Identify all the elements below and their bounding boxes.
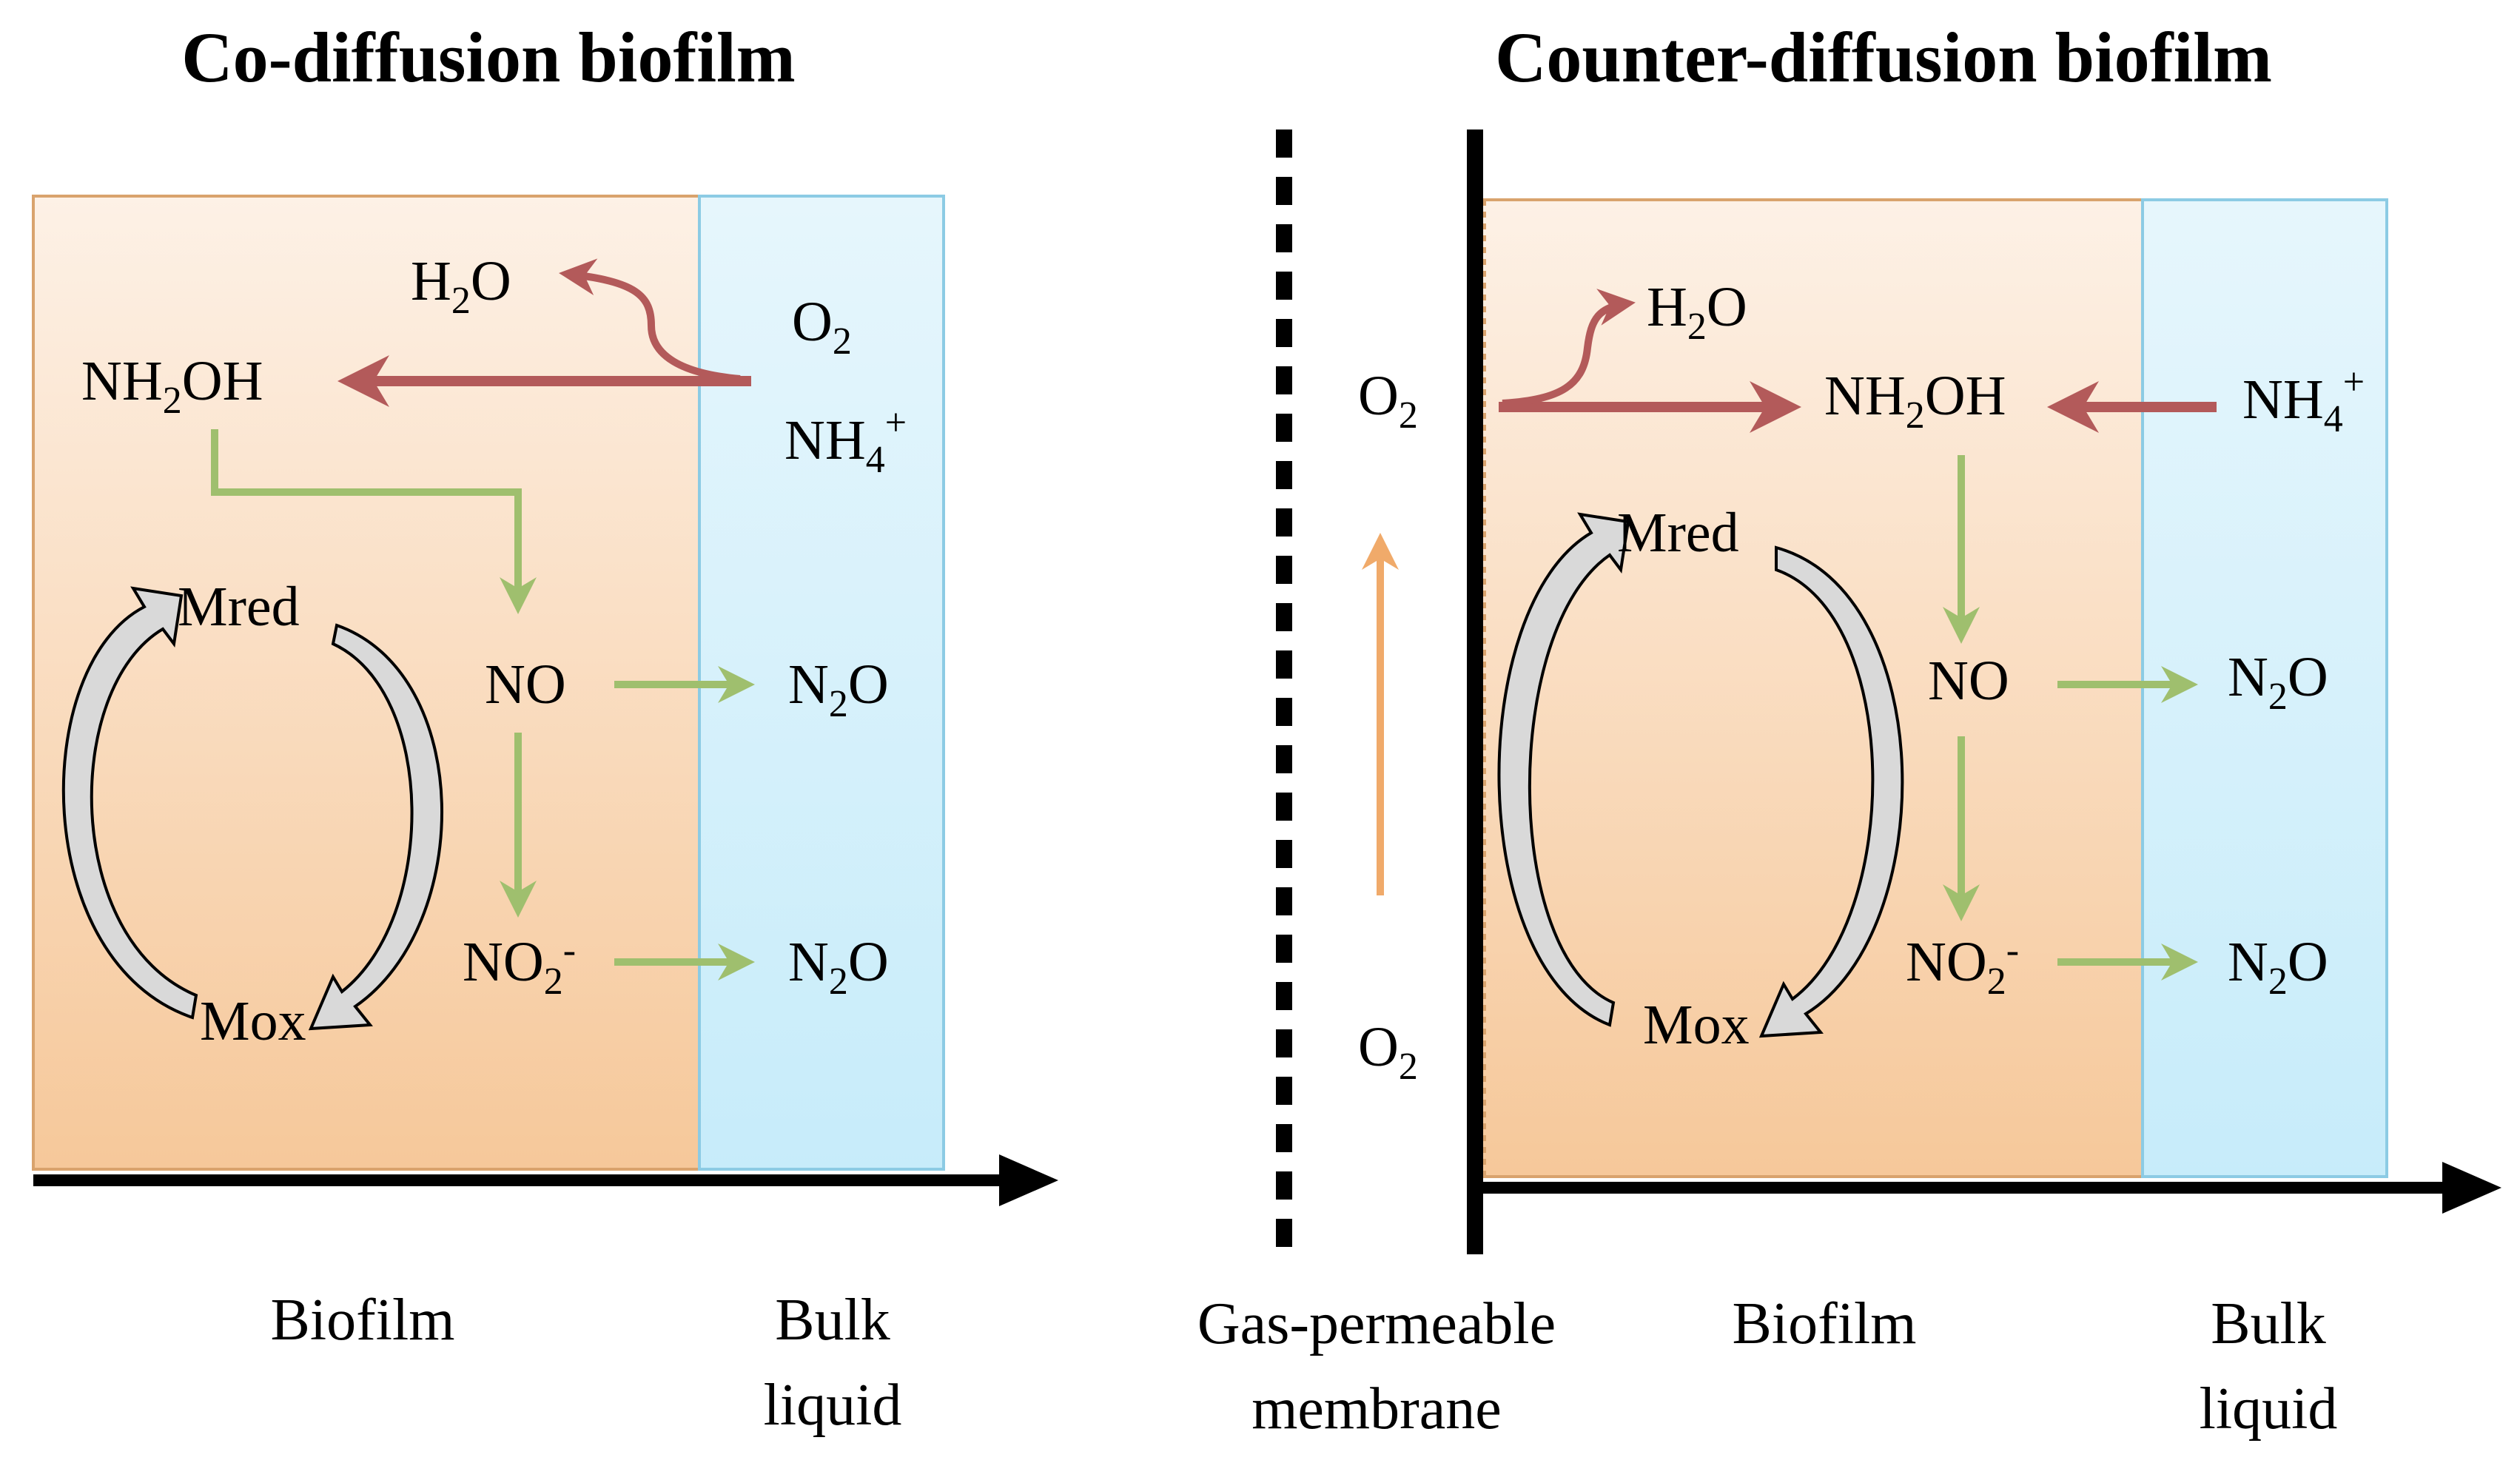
counter-o2-top-label: O2	[1358, 365, 1418, 437]
counter-bulk-caption-line1: Bulk	[2211, 1291, 2326, 1356]
counter-n2o-label-bottom: N2O	[2228, 931, 2328, 1003]
co-mred-label: Mred	[178, 576, 300, 638]
membrane-caption-line1: Gas-permeable	[1197, 1291, 1556, 1356]
counter-no-label: NO	[1928, 650, 2009, 712]
counter-axis-arrowhead	[2442, 1162, 2501, 1214]
co-n2o-label-bottom: N2O	[788, 931, 889, 1003]
co-nh4-label: NH4+	[784, 402, 907, 481]
membrane-caption-line2: membrane	[1251, 1376, 1502, 1442]
co-mred-to-mox-cycle-arrow	[308, 623, 443, 1031]
co-mox-to-mred-cycle-arrow	[61, 586, 198, 1020]
co-no2-label: NO2-	[463, 929, 576, 1003]
co-mox-label: Mox	[200, 990, 306, 1052]
co-n2o-label-top: N2O	[788, 653, 889, 725]
co-biofilm-caption: Biofilm	[271, 1288, 455, 1353]
counter-n2o-label-top: N2O	[2228, 646, 2328, 718]
counter-o2-bottom-label: O2	[1358, 1016, 1418, 1088]
counter-diffusion-panel: Counter-diffusion biofilm H2O O2 NH2OH N…	[1197, 18, 2501, 1442]
counter-mred-to-mox-cycle-arrow	[1758, 545, 1904, 1038]
co-bulk-caption-line2: liquid	[764, 1373, 902, 1438]
counter-mox-to-mred-cycle-arrow	[1497, 512, 1630, 1027]
counter-bulk-caption-line2: liquid	[2200, 1376, 2338, 1442]
counter-h2o-label: H2O	[1647, 276, 1747, 348]
co-o2-to-h2o-arrow	[559, 258, 741, 383]
co-diffusion-title: Co-diffusion biofilm	[181, 18, 795, 97]
co-bulk-caption-line1: Bulk	[775, 1288, 890, 1353]
co-axis-arrowhead	[999, 1154, 1058, 1206]
counter-no2-label: NO2-	[1906, 929, 2019, 1003]
co-o2-label: O2	[792, 291, 852, 363]
counter-nh4-label: NH4+	[2242, 361, 2365, 440]
counter-diffusion-title: Counter-diffusion biofilm	[1495, 18, 2272, 97]
co-nh2oh-to-no-arrow	[211, 429, 537, 614]
counter-nh2oh-label: NH2OH	[1824, 365, 2006, 437]
co-h2o-label: H2O	[411, 250, 511, 322]
co-diffusion-panel: Co-diffusion biofilm H2O O2 NH2OH NH4+ M…	[32, 18, 1058, 1438]
counter-mred-label: Mred	[1617, 502, 1739, 564]
counter-biofilm-caption: Biofilm	[1733, 1291, 1917, 1356]
counter-mox-label: Mox	[1643, 994, 1750, 1056]
co-no-label: NO	[485, 653, 566, 716]
co-nh2oh-label: NH2OH	[81, 350, 263, 422]
counter-o2-to-h2o-arrow	[1502, 289, 1636, 407]
